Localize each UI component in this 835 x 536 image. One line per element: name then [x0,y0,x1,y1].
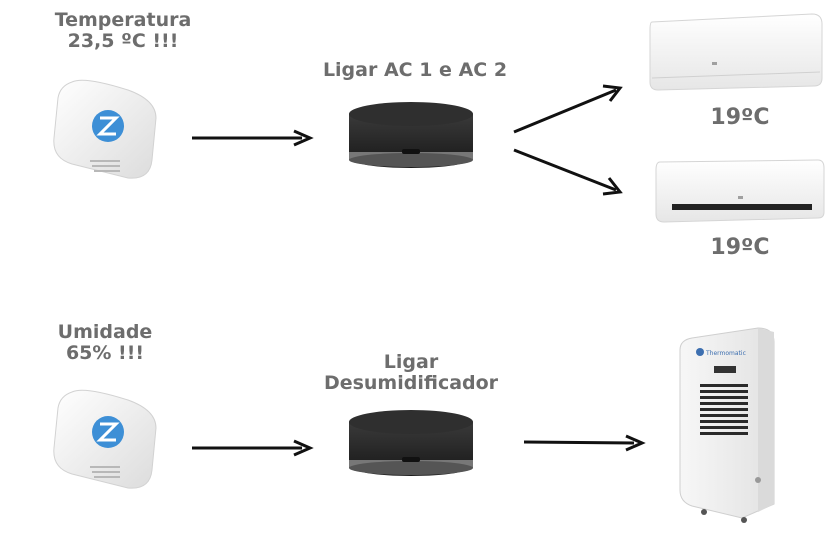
arrow-sensor-to-hub-2 [192,439,314,457]
ac-2-temperature: 19ºC [710,235,770,260]
ir-hub-1-icon [349,102,473,168]
temperature-sensor-icon [53,79,157,179]
dehumidifier-action-line2: Desumidificador [323,372,499,395]
ir-hub-2-icon [349,410,473,476]
ac-1-temperature: 19ºC [710,105,770,130]
temperature-value: 23,5 ºC !!! [67,30,179,53]
air-conditioner-1-icon [649,13,823,91]
air-conditioner-2-icon [655,159,825,223]
arrow-hub-to-ac-2 [513,148,623,196]
temperature-label: Temperatura 23,5 ºC !!! [28,9,218,53]
arrow-hub-to-dehumidifier [523,434,646,452]
humidity-value: 65% !!! [65,342,145,365]
humidity-sensor-icon [53,389,157,489]
ac-action-label: Ligar AC 1 e AC 2 [322,59,508,81]
humidity-label: Umidade 65% !!! [40,321,170,365]
dehumidifier-brand-logo: Thermomatic [705,350,746,357]
dehumidifier-icon: Thermomatic [679,327,775,523]
dehumidifier-action-label: Ligar Desumidificador [296,351,526,395]
arrow-hub-to-ac-1 [513,84,623,134]
dehumidifier-action-line1: Ligar [383,351,439,373]
temperature-title: Temperatura [54,9,192,31]
arrow-sensor-to-hub-1 [192,129,314,147]
humidity-title: Umidade [57,321,153,343]
